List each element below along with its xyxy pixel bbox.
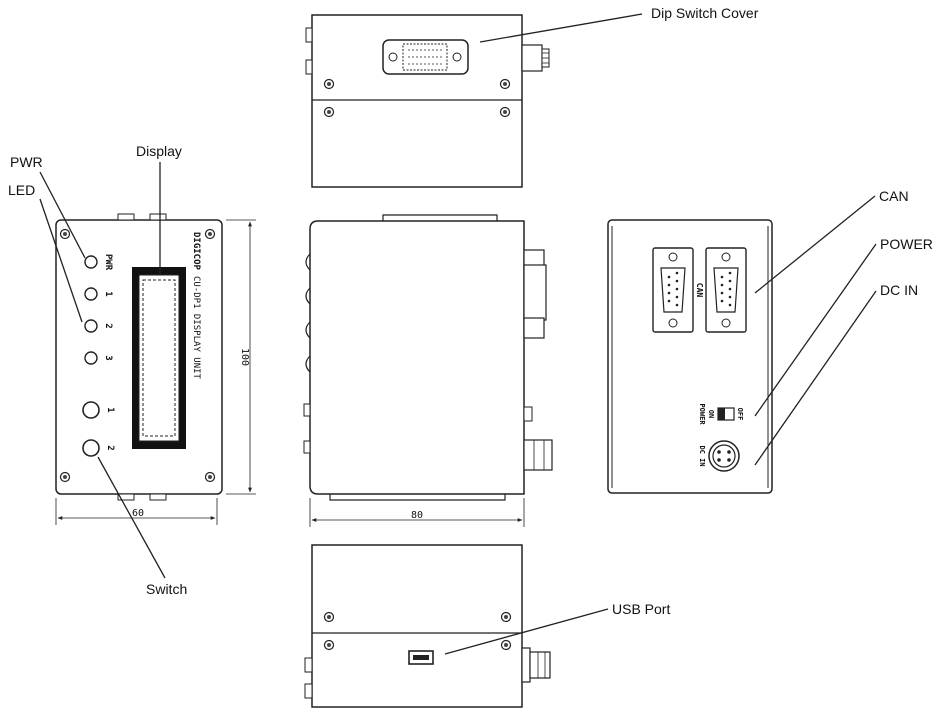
dimension-height: 100 — [226, 219, 256, 495]
display-window — [132, 267, 186, 449]
led-label-pwr: PWR — [103, 254, 113, 271]
model-text: CU-DP1 DISPLAY UNIT — [191, 276, 201, 380]
top-view — [305, 14, 550, 188]
led-label-1: 1 — [103, 291, 113, 296]
rear-dc-in-label: DC IN — [698, 445, 706, 466]
callout-can: CAN — [879, 188, 909, 204]
side-view: 80 — [303, 214, 553, 527]
led-pwr — [84, 255, 98, 269]
rear-power-label: POWER — [698, 403, 706, 425]
callout-power: POWER — [880, 236, 933, 252]
callout-usb-port: USB Port — [612, 601, 671, 617]
switch-2 — [82, 439, 100, 457]
switch-label-1: 1 — [105, 407, 115, 412]
power-switch — [717, 407, 735, 421]
led-label-2: 2 — [103, 323, 113, 328]
front-view: PWR 1 2 3 1 2 DIGICOP CU-DP1 DISPLAY UNI… — [55, 213, 256, 525]
switch-label-2: 2 — [105, 445, 115, 450]
dimension-height-label: 100 — [239, 348, 250, 366]
leader-lines — [39, 13, 877, 655]
switch-1 — [82, 401, 100, 419]
callout-switch: Switch — [146, 581, 188, 597]
rear-view: CAN POWER ON OFF DC IN — [607, 219, 773, 494]
led-1 — [84, 287, 98, 301]
callout-dc-in: DC IN — [880, 282, 919, 298]
led-3 — [84, 351, 98, 365]
can-connector-1 — [652, 247, 694, 333]
dimension-width: 60 — [55, 498, 218, 525]
led-2 — [84, 319, 98, 333]
dimension-width-label: 60 — [132, 508, 144, 519]
dip-switch-cover — [382, 39, 469, 75]
rear-off-label: OFF — [736, 408, 744, 421]
rear-on-label: ON — [707, 410, 715, 418]
usb-port — [408, 650, 434, 665]
bottom-view — [304, 544, 551, 708]
brand-logo-text: DIGICOP — [191, 232, 201, 271]
dimension-depth-label: 80 — [411, 510, 423, 521]
rear-can-label: CAN — [695, 283, 704, 298]
callout-dip-switch-cover: Dip Switch Cover — [651, 5, 759, 21]
callout-display: Display — [136, 143, 182, 159]
callout-led: LED — [8, 182, 36, 198]
dc-in-jack — [708, 440, 740, 472]
callout-pwr: PWR — [10, 154, 43, 170]
led-label-3: 3 — [103, 355, 113, 360]
can-connector-2 — [705, 247, 747, 333]
